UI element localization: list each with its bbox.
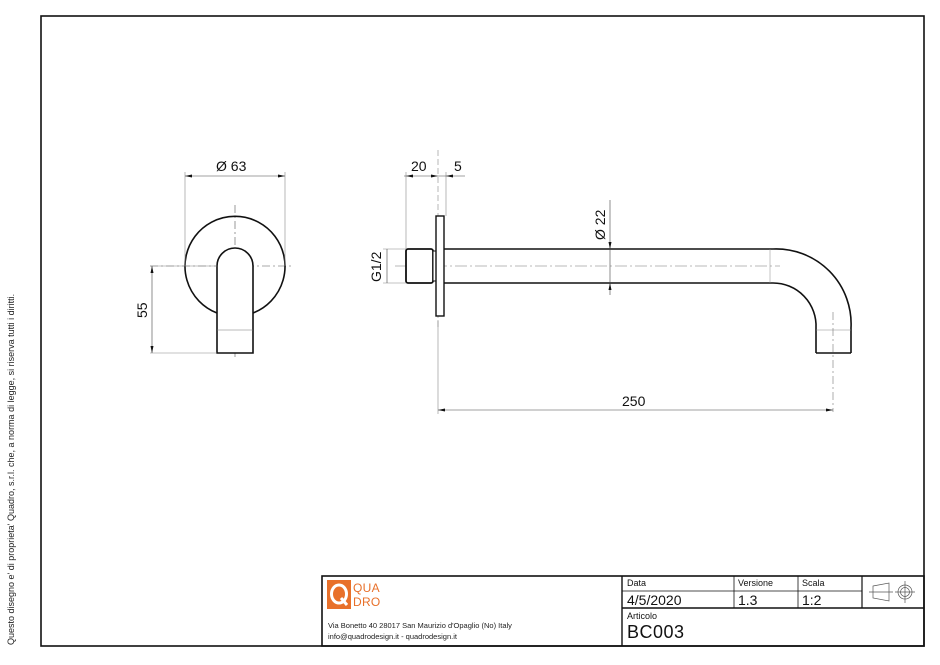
- front-view: [150, 172, 293, 358]
- scala-value: 1:2: [802, 592, 822, 608]
- quadro-logo-mark: [327, 580, 351, 609]
- logo-text-line1: QUA: [353, 581, 380, 595]
- data-label: Data: [627, 578, 647, 588]
- dim-pipe-diameter: Ø 22: [592, 209, 608, 240]
- scala-label: Scala: [802, 578, 825, 588]
- side-view: [383, 150, 852, 414]
- company-contacts: info@quadrodesign.it - quadrodesign.it: [328, 632, 457, 641]
- dim-thread: G1/2: [368, 251, 384, 282]
- first-angle-projection-icon: [869, 581, 915, 603]
- title-block: [321, 575, 925, 647]
- logo-text-line2: DRO: [353, 595, 381, 609]
- dim-depth-20: 20: [411, 158, 427, 174]
- articolo-label: Articolo: [627, 611, 658, 621]
- company-address: Via Bonetto 40 28017 San Maurizio d'Opag…: [328, 621, 512, 630]
- dim-front-height: 55: [134, 302, 150, 318]
- versione-label: Versione: [738, 578, 774, 588]
- articolo-value: BC003: [627, 622, 685, 642]
- dim-depth-5: 5: [454, 158, 462, 174]
- dim-front-diameter: Ø 63: [216, 158, 247, 174]
- versione-value: 1.3: [738, 592, 758, 608]
- drawing-frame: [40, 15, 925, 647]
- dim-length: 250: [622, 393, 646, 409]
- copyright-note: Questo disegno e' di proprieta' Quadro, …: [6, 293, 16, 645]
- data-value: 4/5/2020: [627, 592, 682, 608]
